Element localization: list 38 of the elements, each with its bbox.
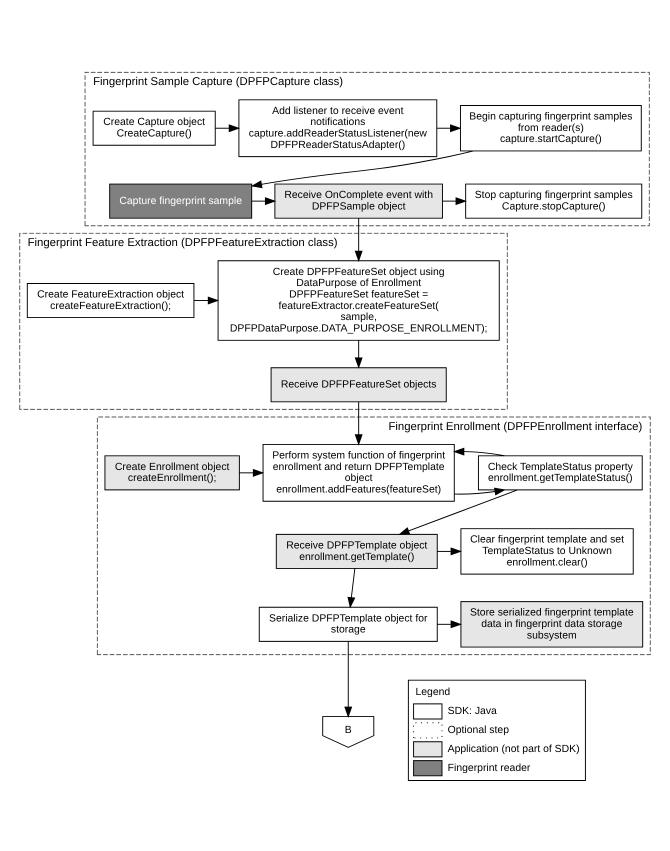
node-box: Check TemplateStatus property enrollment.getTemplateStatus(): [478, 455, 643, 490]
node-box: Create DPFPFeatureSet object using DataPurpose of Enrollment DPFPFeatureSet featureSet = featureExtractor.createFeatureSet( sample, DPFPDataPurpose.DATA_PURPOSE_ENROLLMENT);: [218, 260, 500, 341]
node-box: Serialize DPFPTemplate object for storage: [258, 606, 438, 642]
node-box: Create FeatureExtraction object createFeatureExtraction();: [26, 283, 194, 318]
arrow: [354, 218, 363, 262]
node-box: Create Capture object CreateCapture(): [92, 110, 216, 146]
arrow: [347, 568, 356, 608]
node-box: Store serialized fingerprint template data in fingerprint data storage subsystem: [460, 601, 644, 648]
arrow: [251, 197, 276, 206]
node-box: Begin capturing fingerprint samples from reader(s) capture.startCapture(): [460, 105, 642, 152]
label: Legend: [415, 687, 450, 698]
arrow: [442, 197, 467, 206]
arrow: [436, 620, 462, 628]
node-box: Stop capturing fingerprint samples Capture.stopCapture(): [465, 184, 642, 219]
arrow: [344, 641, 352, 718]
arrow: [454, 488, 506, 496]
node-box: Create Enrollment object createEnrollment();: [104, 455, 240, 490]
node-box: Receive DPFPFeatureSet objects: [270, 367, 447, 402]
arrow: [436, 124, 462, 132]
legend-label: Application (not part of SDK): [448, 744, 580, 755]
arrow: [239, 468, 264, 477]
node-box: Capture fingerprint sample: [109, 184, 252, 219]
legend-label: Fingerprint reader: [448, 762, 530, 774]
arrow: [436, 547, 462, 556]
node-box: Receive OnComplete event with DPFPSample object: [274, 184, 443, 219]
arrow: [250, 150, 474, 188]
node-box: Perform system function of fingerprint enrollment and return DPFPTemplate object enrollment.addFeatures(featureSet): [262, 444, 455, 502]
node-box: Clear fingerprint template and set TemplateStatus to Unknown enrollment.clear(): [460, 528, 634, 575]
legend-label: SDK: Java: [448, 706, 497, 718]
arrow: [354, 340, 363, 369]
arrow: [215, 124, 240, 132]
arrow: [398, 489, 518, 535]
arrow: [354, 401, 363, 446]
node-box: Receive DPFPTemplate object enrollment.getTemplate(): [276, 534, 438, 569]
arrow: [452, 448, 505, 456]
legend-label: Optional step: [448, 725, 509, 736]
node-box: Add listener to receive event notifications capture.addReaderStatusListener(new DPFPReaderStatusAdapter(): [238, 99, 438, 158]
arrow: [193, 296, 220, 304]
